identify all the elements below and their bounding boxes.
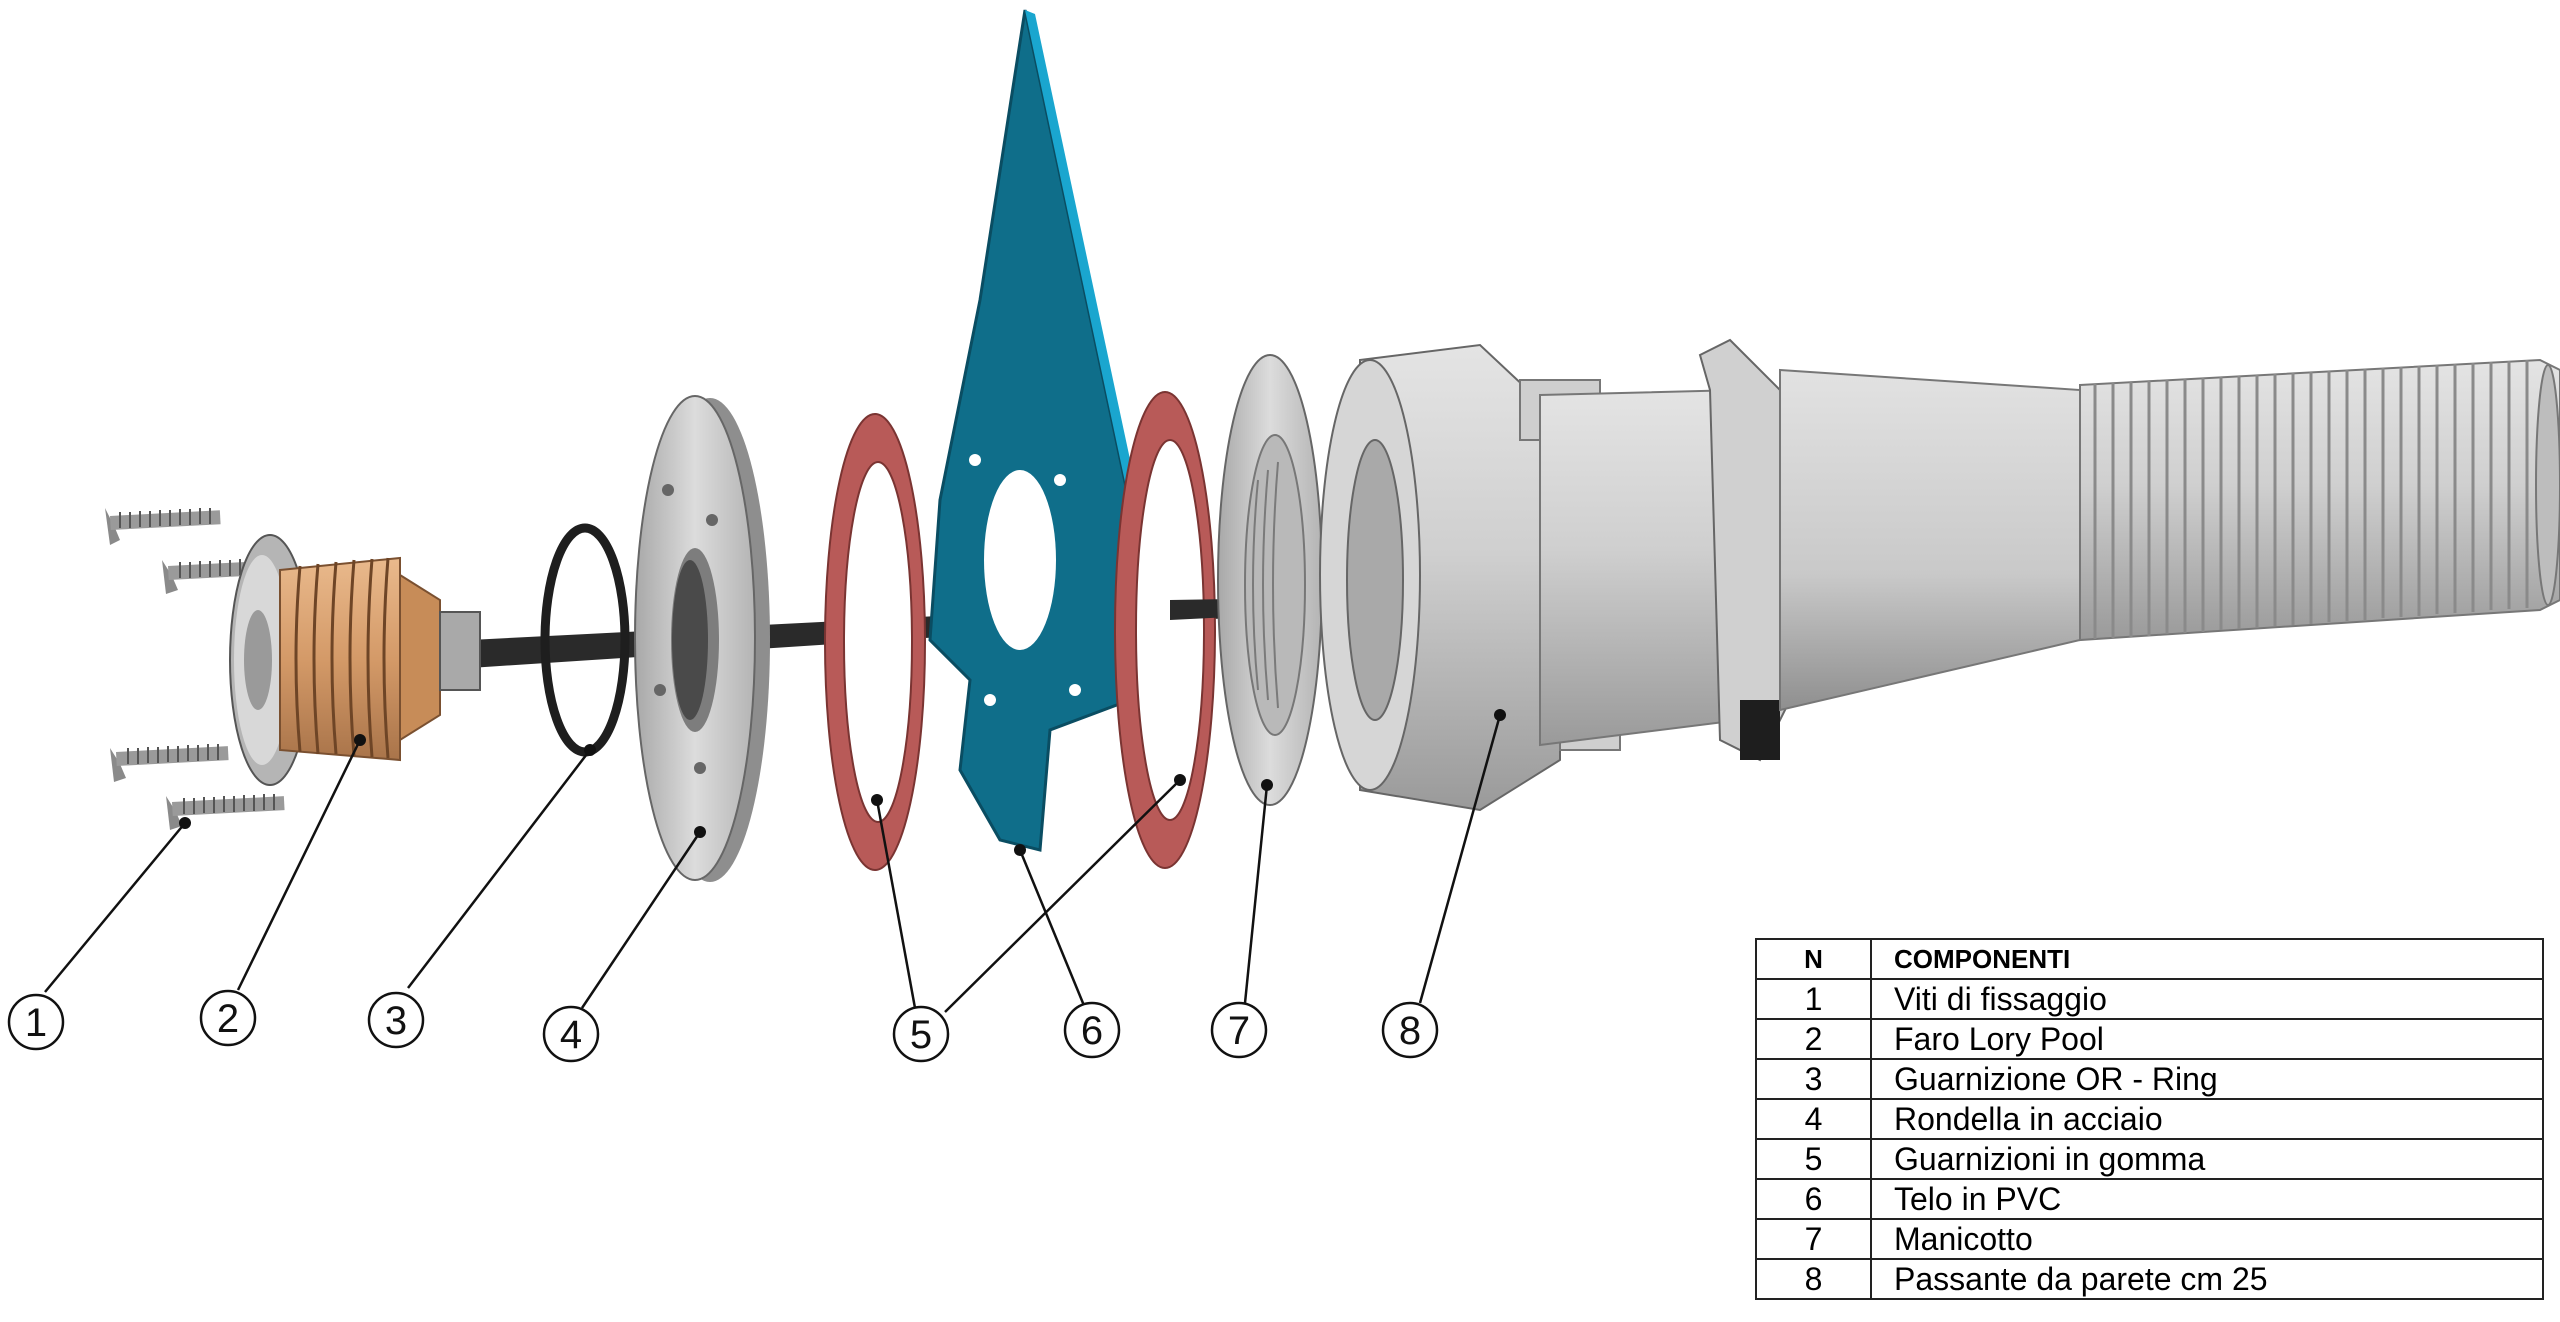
callout-3: 3 bbox=[367, 991, 425, 1049]
gasket-left bbox=[824, 413, 926, 871]
header-components: COMPONENTI bbox=[1870, 938, 2544, 980]
washer-icon bbox=[634, 395, 770, 882]
callout-5-label: 5 bbox=[910, 1013, 932, 1057]
wall-passthrough-icon bbox=[1319, 338, 2560, 812]
table-row: 5 Guarnizioni in gomma bbox=[1755, 1138, 2544, 1180]
callout-7: 7 bbox=[1210, 1001, 1268, 1059]
row-component: Guarnizione OR - Ring bbox=[1870, 1058, 2544, 1100]
row-component: Guarnizioni in gomma bbox=[1870, 1138, 2544, 1180]
row-number: 1 bbox=[1755, 978, 1872, 1020]
row-component: Faro Lory Pool bbox=[1870, 1018, 2544, 1060]
callout-1-label: 1 bbox=[25, 1001, 47, 1045]
row-number: 4 bbox=[1755, 1098, 1872, 1140]
callout-2-label: 2 bbox=[217, 997, 239, 1041]
screw-1 bbox=[105, 508, 221, 545]
liner-icon bbox=[928, 9, 1160, 852]
callout-3-label: 3 bbox=[385, 999, 407, 1043]
table-row: 1 Viti di fissaggio bbox=[1755, 978, 2544, 1020]
gasket-icon bbox=[824, 413, 926, 871]
callout-6-label: 6 bbox=[1081, 1009, 1103, 1053]
callout-2: 2 bbox=[199, 989, 257, 1047]
components-table: N COMPONENTI 1 Viti di fissaggio 2 Faro … bbox=[1755, 938, 2544, 1300]
row-number: 8 bbox=[1755, 1258, 1872, 1300]
callout-7-label: 7 bbox=[1228, 1009, 1250, 1053]
callout-8: 8 bbox=[1381, 1001, 1439, 1059]
callout-5: 5 bbox=[892, 1005, 950, 1063]
table-row: 4 Rondella in acciaio bbox=[1755, 1098, 2544, 1140]
table-header-row: N COMPONENTI bbox=[1755, 938, 2544, 980]
row-number: 6 bbox=[1755, 1178, 1872, 1220]
callout-8-label: 8 bbox=[1399, 1009, 1421, 1053]
row-number: 3 bbox=[1755, 1058, 1872, 1100]
table-row: 8 Passante da parete cm 25 bbox=[1755, 1258, 2544, 1300]
lamp-icon bbox=[229, 534, 481, 786]
callout-4-label: 4 bbox=[560, 1013, 582, 1057]
callout-6: 6 bbox=[1063, 1001, 1121, 1059]
row-component: Telo in PVC bbox=[1870, 1178, 2544, 1220]
row-number: 7 bbox=[1755, 1218, 1872, 1260]
callouts: 1 2 3 4 5 6 7 8 bbox=[7, 989, 1439, 1063]
gasket-right bbox=[1114, 391, 1290, 869]
row-number: 2 bbox=[1755, 1018, 1872, 1060]
row-component: Rondella in acciaio bbox=[1870, 1098, 2544, 1140]
screw-3 bbox=[110, 744, 229, 782]
row-component: Viti di fissaggio bbox=[1870, 978, 2544, 1020]
table-row: 6 Telo in PVC bbox=[1755, 1178, 2544, 1220]
screw-4 bbox=[166, 794, 285, 830]
callout-4: 4 bbox=[542, 1005, 600, 1063]
header-n: N bbox=[1755, 938, 1872, 980]
row-number: 5 bbox=[1755, 1138, 1872, 1180]
row-component: Manicotto bbox=[1870, 1218, 2544, 1260]
table-row: 3 Guarnizione OR - Ring bbox=[1755, 1058, 2544, 1100]
leader-dots bbox=[179, 709, 1506, 856]
table-row: 2 Faro Lory Pool bbox=[1755, 1018, 2544, 1060]
callout-1: 1 bbox=[7, 993, 65, 1051]
table-row: 7 Manicotto bbox=[1755, 1218, 2544, 1260]
sleeve-icon bbox=[1217, 354, 1323, 806]
row-component: Passante da parete cm 25 bbox=[1870, 1258, 2544, 1300]
leader-lines bbox=[44, 714, 1502, 1013]
